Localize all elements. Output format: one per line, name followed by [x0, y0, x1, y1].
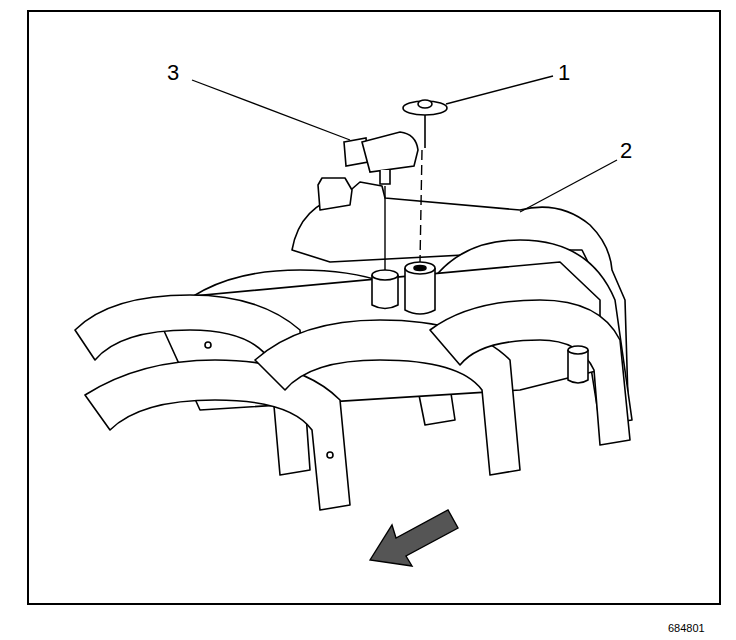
hole — [327, 452, 333, 458]
sensor-boss-top — [372, 270, 398, 280]
post-top — [568, 346, 588, 354]
sensor-nipple — [380, 170, 390, 184]
runner-arch — [85, 360, 350, 510]
bolt — [403, 100, 447, 148]
figure-border — [28, 11, 720, 604]
callout-number: 1 — [558, 62, 570, 84]
figure-number: 684801 — [668, 623, 705, 634]
bolt-boss-top — [405, 262, 435, 274]
callout-number: 2 — [620, 140, 632, 162]
install-line — [384, 186, 385, 270]
leader-line — [192, 80, 350, 140]
bolt-head — [418, 100, 432, 108]
bolt-shaft — [424, 115, 426, 148]
runner-arch — [430, 300, 630, 445]
mount-tab — [318, 178, 352, 210]
map-sensor — [344, 132, 418, 184]
hole — [205, 342, 211, 348]
bolt-washer — [403, 101, 447, 115]
leader-line — [446, 76, 553, 104]
callout-number: 3 — [167, 62, 179, 84]
bolt-boss — [405, 268, 435, 314]
install-line — [420, 150, 422, 262]
post — [568, 350, 588, 383]
direction-arrow — [370, 510, 458, 566]
leader-line — [520, 160, 617, 212]
bolt-hole — [414, 266, 426, 271]
intake-manifold — [75, 178, 632, 510]
sensor-body — [362, 132, 418, 172]
